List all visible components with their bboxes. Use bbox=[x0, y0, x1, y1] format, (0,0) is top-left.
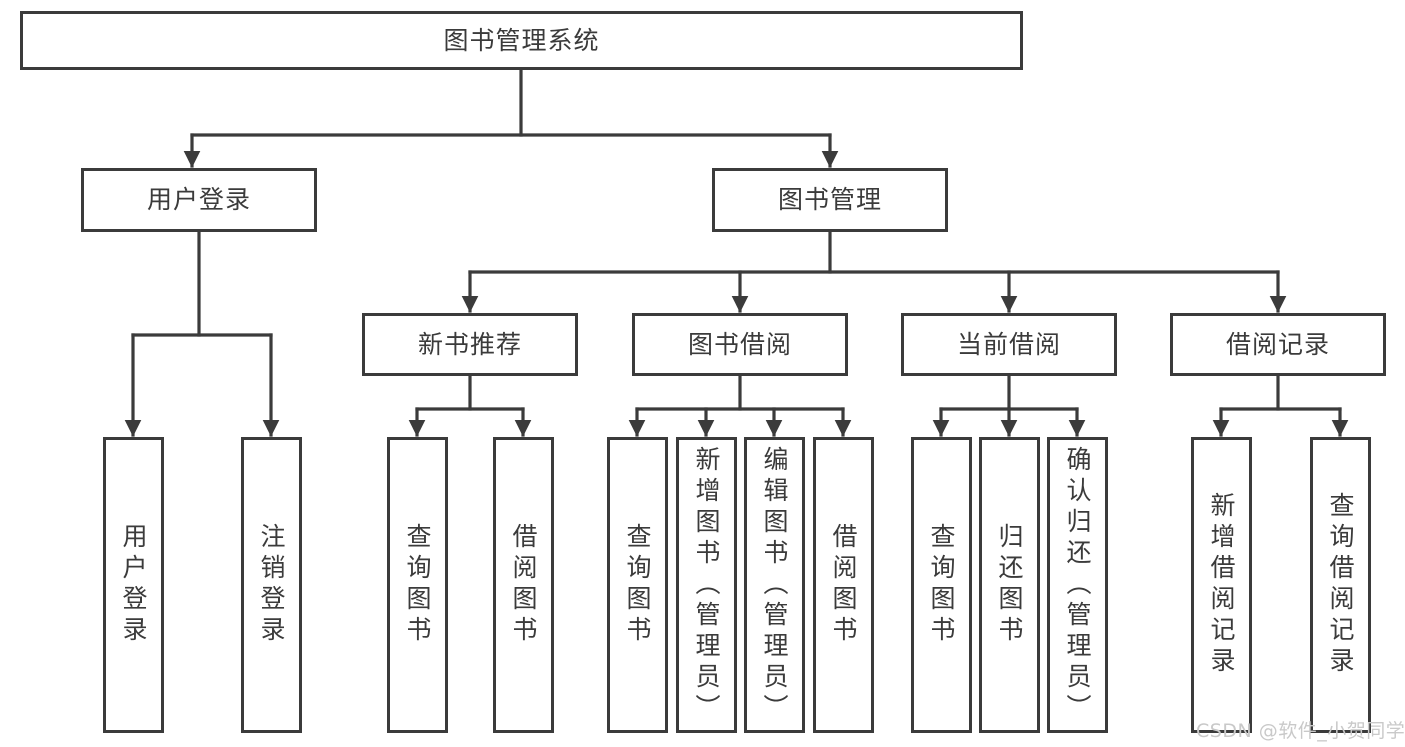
leaf-query-borrow-record[interactable]: 查询借阅记录 bbox=[1310, 437, 1371, 733]
csdn-watermark: CSDN @软件_小贺同学 bbox=[1196, 720, 1405, 742]
leaf-query-book-borrow[interactable]: 查询图书 bbox=[607, 437, 668, 733]
node-label: 借阅图书 bbox=[509, 523, 538, 647]
leaf-add-borrow-record[interactable]: 新增借阅记录 bbox=[1191, 437, 1252, 733]
leaf-add-book-admin[interactable]: 新增图书（管理员） bbox=[676, 437, 737, 733]
node-label: 确认归还（管理员） bbox=[1063, 446, 1092, 725]
node-label: 查询借阅记录 bbox=[1326, 492, 1355, 678]
node-label: 编辑图书（管理员） bbox=[760, 446, 789, 725]
leaf-user-login[interactable]: 用户登录 bbox=[103, 437, 164, 733]
leaf-edit-book-admin[interactable]: 编辑图书（管理员） bbox=[744, 437, 805, 733]
node-label: 借阅图书 bbox=[829, 523, 858, 647]
leaf-query-book-recommend[interactable]: 查询图书 bbox=[387, 437, 448, 733]
node-label: 图书借阅 bbox=[687, 329, 792, 359]
node-label: 查询图书 bbox=[927, 523, 956, 647]
node-label: 查询图书 bbox=[623, 523, 652, 647]
leaf-logout[interactable]: 注销登录 bbox=[241, 437, 302, 733]
leaf-borrow-book-recommend[interactable]: 借阅图书 bbox=[493, 437, 554, 733]
node-label: 用户登录 bbox=[146, 185, 251, 215]
node-label: 注销登录 bbox=[257, 523, 286, 647]
leaf-query-book-current[interactable]: 查询图书 bbox=[911, 437, 972, 733]
node-label: 新书推荐 bbox=[417, 329, 522, 359]
node-label: 图书管理系统 bbox=[443, 25, 600, 55]
node-label: 借阅记录 bbox=[1225, 329, 1330, 359]
node-current-borrow[interactable]: 当前借阅 bbox=[901, 313, 1117, 376]
node-label: 图书管理 bbox=[777, 185, 882, 215]
leaf-return-book[interactable]: 归还图书 bbox=[979, 437, 1040, 733]
node-book-management[interactable]: 图书管理 bbox=[712, 168, 948, 232]
node-new-book-recommend[interactable]: 新书推荐 bbox=[362, 313, 578, 376]
node-user-login[interactable]: 用户登录 bbox=[81, 168, 317, 232]
node-borrow-record[interactable]: 借阅记录 bbox=[1170, 313, 1386, 376]
node-label: 新增借阅记录 bbox=[1207, 492, 1236, 678]
node-book-borrow[interactable]: 图书借阅 bbox=[632, 313, 848, 376]
node-label: 新增图书（管理员） bbox=[692, 446, 721, 725]
node-label: 查询图书 bbox=[403, 523, 432, 647]
node-label: 用户登录 bbox=[119, 523, 148, 647]
node-label: 归还图书 bbox=[995, 523, 1024, 647]
node-root-book-management-system[interactable]: 图书管理系统 bbox=[20, 11, 1023, 70]
leaf-confirm-return-admin[interactable]: 确认归还（管理员） bbox=[1047, 437, 1108, 733]
node-label: 当前借阅 bbox=[956, 329, 1061, 359]
leaf-borrow-book[interactable]: 借阅图书 bbox=[813, 437, 874, 733]
